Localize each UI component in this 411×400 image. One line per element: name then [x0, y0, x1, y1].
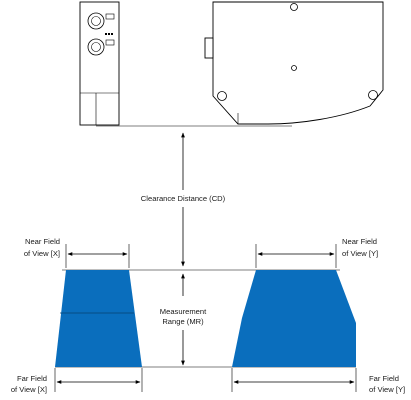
far-fov-x-label-line2: of View [X] — [11, 385, 47, 394]
connector-icon — [87, 12, 105, 56]
near-fov-y-label-line2: of View [Y] — [342, 249, 378, 258]
clearance-distance-label: Clearance Distance (CD) — [141, 194, 226, 203]
fov-x-fill — [55, 270, 142, 367]
sensor-side-view — [79, 1, 120, 126]
far-fov-x-label-line1: Far Field — [17, 374, 47, 383]
far-fov-y-label-line1: Far Field — [369, 374, 399, 383]
near-fov-x-label-line1: Near Field — [25, 237, 60, 246]
measurement-range-label-line2: Range (MR) — [162, 317, 204, 326]
sensor-front-view — [204, 1, 384, 125]
near-fov-x-label-line2: of View [X] — [24, 249, 60, 258]
field-of-view-y-shape — [232, 270, 356, 367]
measurement-range-label-line1: Measurement — [160, 307, 207, 316]
field-of-view-x-shape — [55, 270, 142, 367]
near-fov-y-label-line1: Near Field — [342, 237, 377, 246]
far-fov-y-label-line2: of View [Y] — [369, 385, 405, 394]
